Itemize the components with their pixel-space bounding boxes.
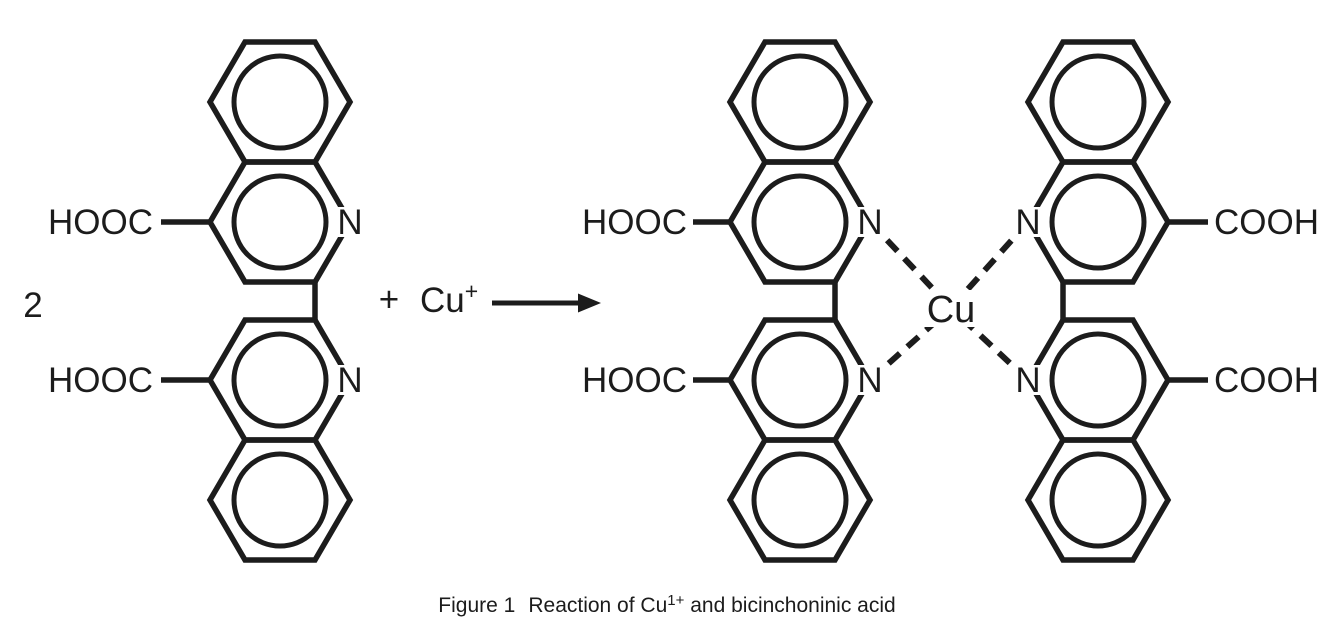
nitrogen-label: N bbox=[337, 203, 362, 242]
plus-sign: + bbox=[379, 280, 399, 319]
stoichiometric-coefficient: 2 bbox=[23, 286, 42, 325]
coordination-bond bbox=[867, 219, 954, 311]
aromatic-circle bbox=[231, 173, 329, 271]
aromatic-circle bbox=[231, 331, 329, 429]
nitrogen-label: N bbox=[857, 203, 882, 242]
label-mask bbox=[854, 365, 886, 395]
label-mask bbox=[334, 365, 366, 395]
nitrogen-label: N bbox=[337, 361, 362, 400]
aromatic-circle bbox=[751, 451, 849, 549]
copper-symbol: Cu bbox=[420, 281, 465, 320]
complex-left-ligand bbox=[693, 39, 874, 563]
complex-right-ligand bbox=[1024, 39, 1208, 563]
label-mask bbox=[334, 207, 366, 237]
figure-caption: Figure 1 Reaction of Cu1+ and bicinchonin… bbox=[438, 592, 895, 617]
benzo-ring-outline bbox=[206, 437, 354, 563]
aromatic-circle bbox=[231, 53, 329, 151]
benzo-ring-outline bbox=[1024, 437, 1172, 563]
copper-charge-superscript: + bbox=[465, 278, 478, 304]
aromatic-circle bbox=[751, 331, 849, 429]
caption-figure-label: Figure 1 bbox=[438, 594, 515, 617]
reagent-copper-ion: + Cu+ bbox=[379, 278, 478, 320]
aromatic-circle bbox=[1049, 451, 1147, 549]
hooc-label: HOOC bbox=[582, 203, 687, 242]
cooh-label: COOH bbox=[1214, 203, 1319, 242]
aromatic-circle bbox=[751, 173, 849, 271]
nitrogen-label: N bbox=[857, 361, 882, 400]
caption-text-before: Reaction of bbox=[528, 594, 640, 617]
nitrogen-label: N bbox=[1015, 203, 1040, 242]
copper-center-label: Cu bbox=[927, 289, 976, 331]
cooh-label: COOH bbox=[1214, 361, 1319, 400]
label-mask bbox=[854, 207, 886, 237]
reaction-arrow bbox=[492, 293, 601, 313]
caption-charge-superscript: 1+ bbox=[667, 592, 684, 609]
arrow-head bbox=[578, 293, 601, 313]
aromatic-circle bbox=[751, 53, 849, 151]
coordination-bond bbox=[868, 305, 953, 383]
aromatic-circle bbox=[1049, 331, 1147, 429]
product-copper-complex: HOOC HOOC N N N N Cu COOH COOH bbox=[582, 39, 1319, 563]
hooc-label: HOOC bbox=[48, 203, 153, 242]
copper-ion-label: Cu+ bbox=[420, 278, 478, 320]
coordination-bond bbox=[948, 219, 1031, 311]
reactant-bca-molecule: HOOC HOOC N N bbox=[48, 39, 366, 563]
label-mask bbox=[921, 290, 981, 327]
label-mask bbox=[1012, 365, 1044, 395]
aromatic-circle bbox=[231, 451, 329, 549]
caption-text-after: and bicinchoninic acid bbox=[684, 594, 895, 617]
hooc-label: HOOC bbox=[582, 361, 687, 400]
label-mask bbox=[1012, 207, 1044, 237]
hooc-label: HOOC bbox=[48, 361, 153, 400]
aromatic-circle bbox=[1049, 173, 1147, 271]
caption-copper-symbol: Cu bbox=[640, 594, 667, 617]
nitrogen-label: N bbox=[1015, 361, 1040, 400]
aromatic-circle bbox=[1049, 53, 1147, 151]
benzo-ring-outline bbox=[726, 437, 874, 563]
